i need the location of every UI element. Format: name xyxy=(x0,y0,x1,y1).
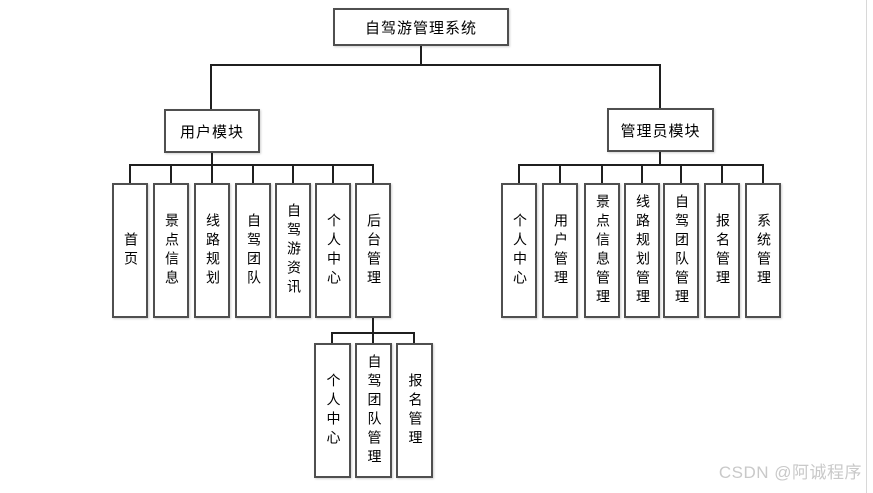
node-driving-team: 自驾团队 xyxy=(235,183,271,318)
connector-stub xyxy=(559,164,561,183)
connector-stub xyxy=(762,164,764,183)
node-system-root: 自驾游管理系统 xyxy=(333,8,509,46)
node-label: 个人中心 xyxy=(325,212,341,289)
node-label: 个人中心 xyxy=(511,212,527,289)
node-backend-driving-team-management: 自驾团队管理 xyxy=(355,343,392,478)
connector-stub xyxy=(170,164,172,183)
node-travel-news: 自驾游资讯 xyxy=(275,183,311,318)
page-edge-divider xyxy=(866,0,867,493)
connector-stub xyxy=(129,164,131,183)
node-system-management: 系统管理 xyxy=(745,183,781,318)
node-backend-personal-center: 个人中心 xyxy=(314,343,351,478)
node-label: 用户管理 xyxy=(552,212,568,289)
node-admin-personal-center: 个人中心 xyxy=(501,183,537,318)
node-scenic-spot-info-management: 景点信息管理 xyxy=(584,183,620,318)
connector-stub xyxy=(332,164,334,183)
node-label: 后台管理 xyxy=(365,212,381,289)
csdn-watermark: CSDN @阿诚程序 xyxy=(718,463,862,482)
node-user-module: 用户模块 xyxy=(164,109,260,153)
connector-user-horizontal xyxy=(129,164,374,166)
connector-stub xyxy=(721,164,723,183)
node-label: 报名管理 xyxy=(714,212,730,289)
node-label: 景点信息 xyxy=(163,212,179,289)
node-label: 报名管理 xyxy=(406,372,423,449)
connector-stub xyxy=(331,332,333,343)
connector-to-admin-module xyxy=(659,64,661,108)
node-home: 首页 xyxy=(112,183,148,318)
connector-stub xyxy=(641,164,643,183)
connector-user-drop xyxy=(211,153,213,166)
node-admin-module: 管理员模块 xyxy=(607,108,714,152)
node-label: 线路规划管理 xyxy=(634,193,650,308)
node-label: 自驾团队 xyxy=(245,212,261,289)
connector-stub xyxy=(372,164,374,183)
node-label: 管理员模块 xyxy=(620,121,701,140)
node-registration-management: 报名管理 xyxy=(704,183,740,318)
node-backend-management: 后台管理 xyxy=(355,183,391,318)
connector-stub xyxy=(518,164,520,183)
connector-stub xyxy=(211,164,213,183)
node-scenic-spot-info: 景点信息 xyxy=(153,183,189,318)
connector-stub xyxy=(680,164,682,183)
node-label: 用户模块 xyxy=(179,122,244,141)
node-label: 个人中心 xyxy=(324,372,341,449)
connector-backend-drop xyxy=(372,318,374,334)
node-label: 自驾游管理系统 xyxy=(364,18,477,37)
node-route-planning: 线路规划 xyxy=(194,183,230,318)
node-label: 首页 xyxy=(122,231,138,270)
connector-stub xyxy=(292,164,294,183)
node-route-planning-management: 线路规划管理 xyxy=(624,183,660,318)
connector-to-user-module xyxy=(210,64,212,109)
node-user-management: 用户管理 xyxy=(542,183,578,318)
connector-level1-horizontal xyxy=(210,64,661,66)
connector-stub xyxy=(252,164,254,183)
node-label: 系统管理 xyxy=(755,212,771,289)
connector-stub xyxy=(413,332,415,343)
connector-admin-drop xyxy=(659,152,661,165)
node-label: 景点信息管理 xyxy=(594,193,610,308)
node-label: 线路规划 xyxy=(204,212,220,289)
node-label: 自驾团队管理 xyxy=(365,353,382,468)
connector-stub xyxy=(601,164,603,183)
node-label: 自驾团队管理 xyxy=(673,193,689,308)
node-personal-center: 个人中心 xyxy=(315,183,351,318)
node-backend-registration-management: 报名管理 xyxy=(396,343,433,478)
connector-root-drop xyxy=(420,46,422,65)
connector-stub xyxy=(372,332,374,343)
node-label: 自驾游资讯 xyxy=(285,203,301,298)
node-driving-team-management: 自驾团队管理 xyxy=(663,183,699,318)
